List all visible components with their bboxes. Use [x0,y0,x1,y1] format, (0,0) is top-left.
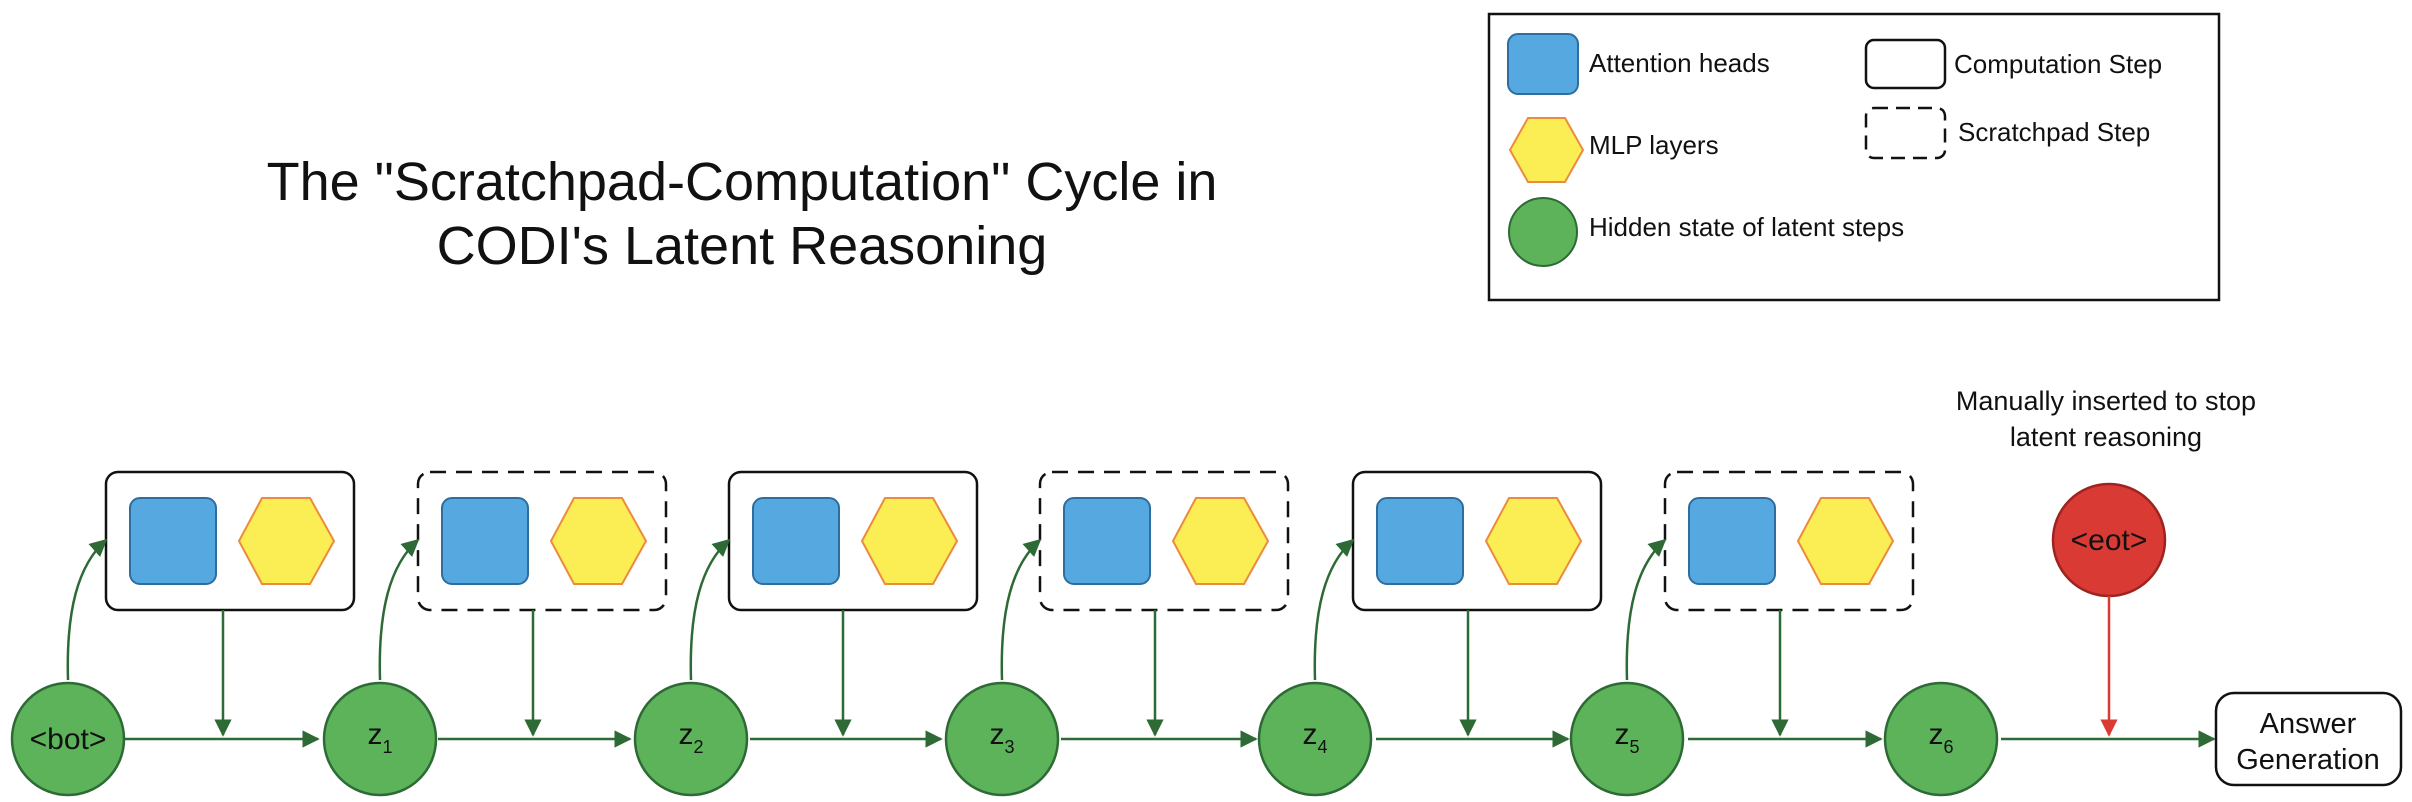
answer-generation-line2: Generation [2236,744,2380,776]
node-z6-label: z6 [1928,718,1953,757]
eot-group: Manually inserted to stop latent reasoni… [1956,386,2256,737]
legend-attention-icon [1507,33,1579,95]
step-2 [378,470,668,737]
legend-attention-label: Attention heads [1589,48,1770,78]
mlp-layers-block [1484,497,1583,585]
attention-heads-block [441,497,529,585]
hidden-state-circle [322,681,438,797]
node-z2-letter: z [678,718,693,751]
hidden-state-circle [944,681,1060,797]
node-z1: z1 [322,681,438,797]
diagram-title-line1: The "Scratchpad-Computation" Cycle in [267,152,1218,212]
node-z6-letter: z [1928,718,1943,751]
arrow-z4-to-step-5 [1313,538,1355,681]
legend-frame [1487,12,2221,302]
hidden-state-circle [1883,681,1999,797]
node-z3-label: z3 [989,718,1014,757]
node-z5-subscript: 5 [1629,737,1639,757]
node-z3-subscript: 3 [1004,737,1014,757]
node-z6: z6 [1883,681,1999,797]
node-z2: z2 [633,681,749,797]
attention-heads-block [752,497,840,585]
legend-scratchpad-icon [1864,106,1947,160]
node-z4-label: z4 [1302,718,1327,757]
node-z3-letter: z [989,718,1004,751]
node-z5: z5 [1569,681,1685,797]
legend-scratchpad-label: Scratchpad Step [1958,117,2150,147]
step-5 [1313,470,1603,737]
node-bot: <bot> [10,681,126,797]
mlp-layers-block [549,497,648,585]
node-z1-letter: z [367,718,382,751]
eot-note-line1: Manually inserted to stop [1956,386,2256,416]
hidden-state-circle [1569,681,1685,797]
eot-label: <eot> [2071,524,2148,557]
arrow-z2-to-step-3 [689,538,731,681]
arrow-z5-to-step-6 [1625,538,1667,681]
arrow-z3-to-step-4 [1000,538,1042,681]
hidden-state-nodes: <bot> z1 z2 z3 z4 z5 z6 [10,681,1999,797]
node-z4: z4 [1257,681,1373,797]
answer-generation-line1: Answer [2260,708,2357,740]
legend-mlp-icon [1508,117,1585,183]
node-z5-label: z5 [1614,718,1639,757]
attention-heads-block [1376,497,1464,585]
mlp-layers-block [1796,497,1895,585]
node-z1-subscript: 1 [382,737,392,757]
mlp-layers-block [237,497,336,585]
diagram-title-line2: CODI's Latent Reasoning [437,216,1048,276]
hidden-state-circle [633,681,749,797]
legend-computation-label: Computation Step [1954,49,2162,79]
answer-generation-box [2214,691,2403,787]
legend-computation-icon [1864,38,1947,90]
step-1 [66,470,356,737]
step-4 [1000,470,1290,737]
node-bot-label: <bot> [30,723,107,756]
step-3 [689,470,979,737]
legend-mlp-label: MLP layers [1589,130,1719,160]
attention-heads-block [1688,497,1776,585]
eot-note-line2: latent reasoning [2010,422,2202,452]
node-z4-letter: z [1302,718,1317,751]
hidden-state-circle [1257,681,1373,797]
mlp-layers-block [860,497,959,585]
node-z4-subscript: 4 [1317,737,1327,757]
legend-hidden-state-label: Hidden state of latent steps [1589,212,1904,242]
legend-hidden-state-icon [1508,197,1578,267]
node-z1-label: z1 [367,718,392,757]
hidden-state-circle [10,681,126,797]
node-z5-letter: z [1614,718,1629,751]
node-z2-label: z2 [678,718,703,757]
attention-heads-block [129,497,217,585]
arrow-z1-to-step-2 [378,538,420,681]
legend: Attention heads MLP layers Hidden state … [1487,12,2221,302]
mlp-layers-block [1171,497,1270,585]
arrow-bot-to-step-1 [66,538,108,681]
node-z6-subscript: 6 [1943,737,1953,757]
node-z2-subscript: 2 [693,737,703,757]
step-6 [1625,470,1915,737]
attention-heads-block [1063,497,1151,585]
node-z3: z3 [944,681,1060,797]
answer-generation: Answer Generation [2214,691,2403,787]
